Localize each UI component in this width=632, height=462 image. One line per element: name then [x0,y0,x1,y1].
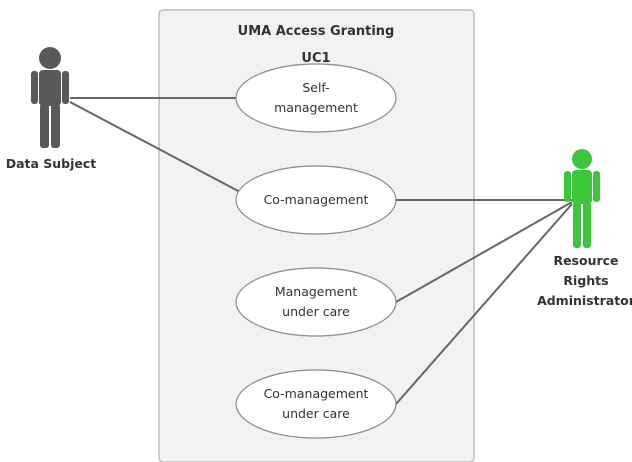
person-icon [31,47,69,148]
actor-label-line: Resource [553,253,618,268]
use-case-label-line: Co-management [264,386,369,401]
use-case-management-under-care[interactable]: Management under care [235,267,397,337]
use-case-self-management[interactable]: Self- management [235,63,397,133]
person-icon [564,149,600,248]
use-case-ellipse [235,267,397,337]
association-admin-management-under-care [395,201,573,303]
association-admin-co-management-under-care [395,203,573,405]
system-title: UMA Access Granting [238,24,395,39]
use-case-label-line: Co-management [264,192,369,207]
use-case-co-management-under-care[interactable]: Co-management under care [235,369,397,439]
use-case-label-line: under care [282,304,350,319]
association-subject-co-management [69,101,241,193]
actor-resource-rights-administrator[interactable]: Resource Rights Administrator [537,149,632,308]
actor-label-line: Rights [563,273,608,288]
use-case-label-line: Self- [302,80,329,95]
use-case-ellipse [235,165,397,235]
actor-label: Data Subject [6,156,97,171]
system-subtitle: UC1 [301,51,330,66]
actor-data-subject[interactable]: Data Subject [6,47,97,171]
use-case-co-management[interactable]: Co-management [235,165,397,235]
system-boundary [158,9,475,462]
use-case-label-line: management [274,100,358,115]
actor-label-line: Administrator [537,293,632,308]
use-case-label-line: Management [275,284,357,299]
use-case-label-line: under care [282,406,350,421]
use-case-ellipse [235,369,397,439]
use-case-ellipse [235,63,397,133]
